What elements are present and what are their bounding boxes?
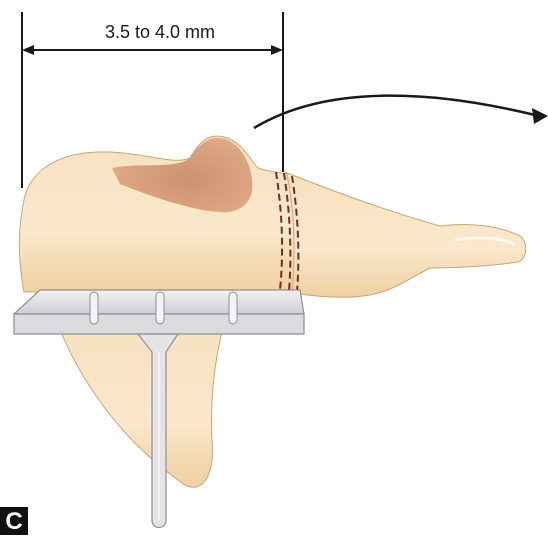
panel-label: C (0, 507, 28, 535)
dimension-label: 3.5 to 4.0 mm (60, 22, 260, 43)
root-extension (285, 172, 526, 297)
direction-arrow (254, 96, 548, 128)
root-lower (58, 320, 225, 487)
cutting-jig (14, 290, 304, 528)
tooth-crown (20, 136, 295, 292)
